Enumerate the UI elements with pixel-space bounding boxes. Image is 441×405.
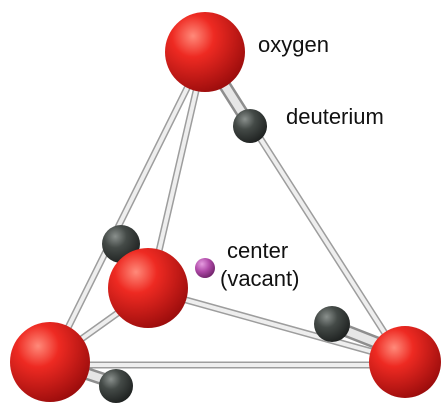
vacant-label: (vacant) xyxy=(220,266,299,291)
deuterium-label: deuterium xyxy=(286,104,384,129)
deuterium-atom-bottom xyxy=(99,369,133,403)
deuterium-atom-right xyxy=(314,306,350,342)
center-label: center xyxy=(227,238,288,263)
oxygen-atom-left xyxy=(10,322,90,402)
oxygen-atom-middle xyxy=(108,248,188,328)
center-site xyxy=(195,258,215,278)
oxygen-atom-right xyxy=(369,326,441,398)
oxygen-label: oxygen xyxy=(258,32,329,57)
oxygen-atom-top xyxy=(165,12,245,92)
oxygen-atoms xyxy=(10,12,441,402)
deuterium-atom-top xyxy=(233,109,267,143)
